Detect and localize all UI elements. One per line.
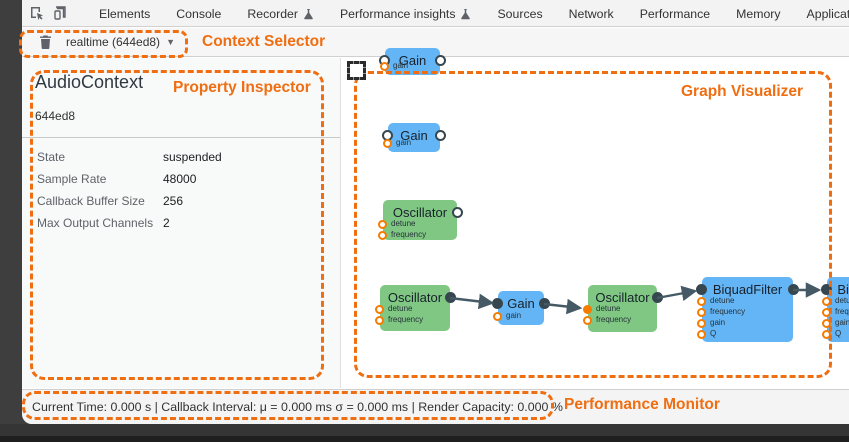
audio-edge <box>449 293 495 310</box>
property-label: Sample Rate <box>37 172 107 186</box>
chevron-down-icon: ▼ <box>166 37 175 47</box>
tab-recorder[interactable]: Recorder <box>234 0 327 27</box>
tab-sources[interactable]: Sources <box>484 0 555 27</box>
property-row: Callback Buffer Size 256 <box>37 194 340 208</box>
tab-label: Network <box>568 6 614 21</box>
context-selector-value: realtime (644ed8) <box>66 35 161 49</box>
trash-icon <box>39 35 51 49</box>
tab-label: Recorder <box>247 6 298 21</box>
property-label: Max Output Channels <box>37 216 154 230</box>
property-value: 2 <box>163 216 170 230</box>
audiocontext-title: AudioContext <box>35 72 144 92</box>
tab-performance-insights[interactable]: Performance insights <box>327 0 485 27</box>
property-label: State <box>37 150 66 164</box>
tabs-container: Elements Console Recorder Performance insig… <box>86 0 849 26</box>
tab-label: Sources <box>497 6 543 21</box>
property-label: Callback Buffer Size <box>37 194 145 208</box>
tab-console[interactable]: Console <box>163 0 234 27</box>
tab-elements[interactable]: Elements <box>86 0 163 27</box>
property-row: Sample Rate 48000 <box>37 172 340 186</box>
property-value: 48000 <box>163 172 197 186</box>
inspector-divider <box>22 137 340 138</box>
devtools-tab-bar: Elements Console Recorder Performance insig… <box>22 0 849 27</box>
context-selector-dropdown[interactable]: realtime (644ed8) ▼ <box>66 35 175 49</box>
tab-label: Memory <box>736 6 781 21</box>
tab-label: Elements <box>99 6 151 21</box>
tab-performance[interactable]: Performance <box>627 0 723 27</box>
tab-label: Application <box>806 6 849 21</box>
property-row: Max Output Channels 2 <box>37 216 340 230</box>
property-row: State suspended <box>37 150 340 164</box>
tab-network[interactable]: Network <box>556 0 627 27</box>
property-value: suspended <box>163 150 222 164</box>
tab-label: Performance insights <box>339 6 456 21</box>
inspect-element-icon[interactable] <box>29 5 45 21</box>
tab-memory[interactable]: Memory <box>723 0 793 27</box>
delete-context-button[interactable] <box>32 30 58 54</box>
device-toolbar-icon[interactable] <box>52 5 68 21</box>
tab-application[interactable]: Application <box>794 0 849 27</box>
audio-edge <box>543 298 583 315</box>
property-value: 256 <box>163 194 184 208</box>
tab-label: Console <box>176 6 222 21</box>
performance-monitor-text: Current Time: 0.000 s | Callback Interva… <box>32 400 563 414</box>
flask-icon <box>461 8 471 19</box>
context-id: 644ed8 <box>35 109 76 123</box>
tab-label: Performance <box>639 6 711 21</box>
audio-edge <box>656 285 698 302</box>
flask-icon <box>304 8 313 19</box>
